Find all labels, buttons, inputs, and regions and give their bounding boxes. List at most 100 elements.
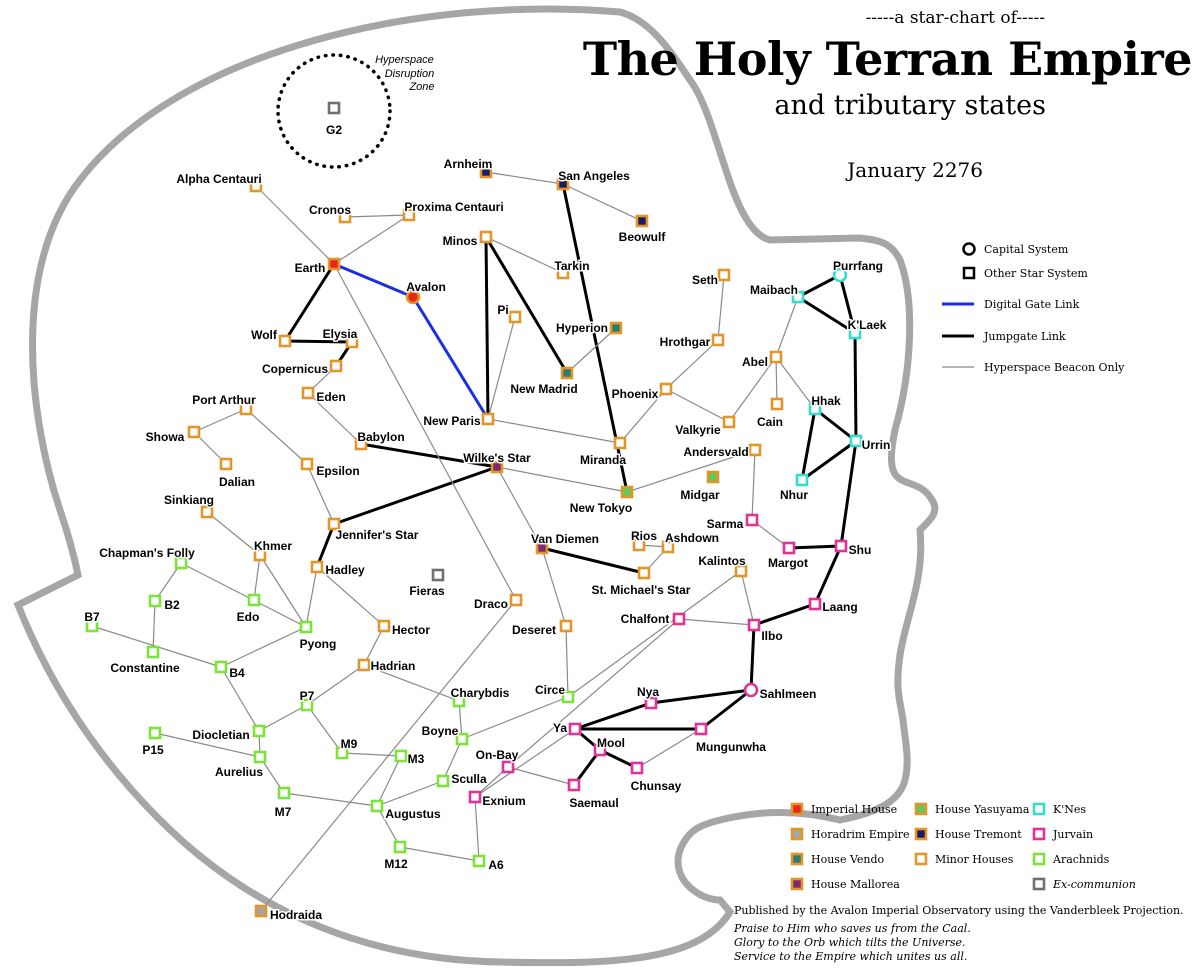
- system-marker-chunsay[interactable]: [630, 761, 644, 775]
- system-marker-andersvald[interactable]: [748, 443, 762, 457]
- system-marker-draco[interactable]: [509, 593, 523, 607]
- system-marker-ashdown[interactable]: [661, 540, 675, 554]
- system-marker-nya[interactable]: [644, 696, 658, 710]
- system-marker-b2[interactable]: [148, 594, 162, 608]
- system-marker-chapman-s-folly[interactable]: [174, 556, 188, 570]
- system-marker-miranda[interactable]: [613, 436, 627, 450]
- system-marker-tarkin[interactable]: [556, 266, 570, 280]
- system-marker-margot[interactable]: [782, 541, 796, 555]
- system-marker-pi[interactable]: [508, 310, 522, 324]
- system-marker-wilke-s-star[interactable]: [490, 460, 504, 474]
- system-marker-chalfont[interactable]: [672, 612, 686, 626]
- system-marker-showa[interactable]: [187, 425, 201, 439]
- system-marker-hyperion[interactable]: [609, 321, 623, 335]
- system-marker-wolf[interactable]: [278, 334, 292, 348]
- legend-faction-swatch: [790, 877, 804, 891]
- system-marker-augustus[interactable]: [370, 799, 384, 813]
- system-marker-kalintos[interactable]: [734, 564, 748, 578]
- system-marker-mool[interactable]: [593, 743, 607, 757]
- system-marker-valkyrie[interactable]: [722, 415, 736, 429]
- system-marker-constantine[interactable]: [146, 645, 160, 659]
- system-marker-boyne[interactable]: [455, 732, 469, 746]
- system-marker-p7[interactable]: [300, 698, 314, 712]
- system-marker-charybdis[interactable]: [452, 694, 466, 708]
- system-marker-aurelius[interactable]: [253, 750, 267, 764]
- system-marker-dalian[interactable]: [219, 457, 233, 471]
- system-marker-jennifer-s-star[interactable]: [327, 517, 341, 531]
- system-marker-hadley[interactable]: [310, 560, 324, 574]
- system-marker-b4[interactable]: [214, 660, 228, 674]
- system-marker-hodraida[interactable]: [254, 904, 268, 918]
- system-marker-rios[interactable]: [632, 538, 646, 552]
- system-marker-m7[interactable]: [277, 786, 291, 800]
- system-marker-shu[interactable]: [834, 539, 848, 553]
- system-marker-sinkiang[interactable]: [200, 505, 214, 519]
- system-marker-eden[interactable]: [301, 386, 315, 400]
- system-marker-arnheim[interactable]: [479, 165, 493, 179]
- legend-type-label: Hyperspace Beacon Only: [984, 361, 1125, 374]
- system-marker-on-bay[interactable]: [501, 760, 515, 774]
- system-marker-cronos[interactable]: [338, 210, 352, 224]
- system-marker-avalon[interactable]: [405, 289, 421, 305]
- system-marker-new-paris[interactable]: [481, 412, 495, 426]
- system-marker-earth[interactable]: [327, 257, 341, 271]
- system-marker-diocletian[interactable]: [252, 724, 266, 738]
- system-marker-purrfang[interactable]: [832, 267, 848, 283]
- system-marker-m12[interactable]: [393, 840, 407, 854]
- system-marker-g2[interactable]: [327, 101, 341, 115]
- system-marker-san-angeles[interactable]: [556, 177, 570, 191]
- system-marker-a6[interactable]: [472, 854, 486, 868]
- system-marker-midgar[interactable]: [706, 470, 720, 484]
- system-marker-saemaul[interactable]: [567, 778, 581, 792]
- system-marker-alpha-centauri[interactable]: [249, 179, 263, 193]
- system-marker-exnium[interactable]: [468, 790, 482, 804]
- system-marker-b7[interactable]: [85, 619, 99, 633]
- system-marker-hhak[interactable]: [808, 402, 822, 416]
- beacon-link: [306, 463, 335, 525]
- system-marker-copernicus[interactable]: [329, 359, 343, 373]
- system-marker-minos[interactable]: [479, 230, 493, 244]
- system-marker-new-tokyo[interactable]: [620, 485, 634, 499]
- system-marker-khmer[interactable]: [253, 548, 267, 562]
- system-marker-abel[interactable]: [769, 350, 783, 364]
- system-marker-beowulf[interactable]: [635, 214, 649, 228]
- system-marker-mungunwha[interactable]: [694, 722, 708, 736]
- system-marker-port-arthur[interactable]: [239, 402, 253, 416]
- system-marker-nhur[interactable]: [795, 473, 809, 487]
- system-marker-babylon[interactable]: [354, 437, 368, 451]
- system-marker-p15[interactable]: [148, 726, 162, 740]
- gate-link: [333, 262, 414, 299]
- system-marker-m3[interactable]: [394, 749, 408, 763]
- system-marker-deseret[interactable]: [559, 619, 573, 633]
- system-marker-van-diemen[interactable]: [535, 541, 549, 555]
- system-marker-hector[interactable]: [377, 619, 391, 633]
- system-marker-fieras[interactable]: [431, 568, 445, 582]
- system-marker-new-madrid[interactable]: [560, 366, 574, 380]
- system-marker-m9[interactable]: [335, 746, 349, 760]
- system-marker-maibach[interactable]: [791, 290, 805, 304]
- system-marker-phoenix[interactable]: [659, 382, 673, 396]
- system-marker-cain[interactable]: [770, 397, 784, 411]
- system-marker-ya[interactable]: [568, 722, 582, 736]
- legend-faction-swatch: [1032, 852, 1046, 866]
- system-marker-proxima-centauri[interactable]: [402, 208, 416, 222]
- system-marker-elysia[interactable]: [345, 335, 359, 349]
- system-marker-laang[interactable]: [808, 597, 822, 611]
- system-marker-urrin[interactable]: [849, 434, 863, 448]
- system-marker-epsilon[interactable]: [300, 457, 314, 471]
- system-marker-sahlmeen[interactable]: [743, 682, 759, 698]
- system-marker-hrothgar[interactable]: [711, 333, 725, 347]
- system-marker-sarma[interactable]: [745, 513, 759, 527]
- system-marker-k-laek[interactable]: [848, 326, 862, 340]
- system-label-arnheim: Arnheim: [444, 157, 493, 171]
- system-marker-ilbo[interactable]: [747, 618, 761, 632]
- system-marker-sculla[interactable]: [436, 774, 450, 788]
- system-marker-edo[interactable]: [247, 593, 261, 607]
- system-marker-circe[interactable]: [561, 690, 575, 704]
- system-marker-seth[interactable]: [717, 268, 731, 282]
- system-marker-pyong[interactable]: [299, 620, 313, 634]
- system-label-st-michael-s-star: St. Michael's Star: [592, 583, 691, 597]
- system-marker-hadrian[interactable]: [357, 658, 371, 672]
- system-marker-st-michael-s-star[interactable]: [637, 566, 651, 580]
